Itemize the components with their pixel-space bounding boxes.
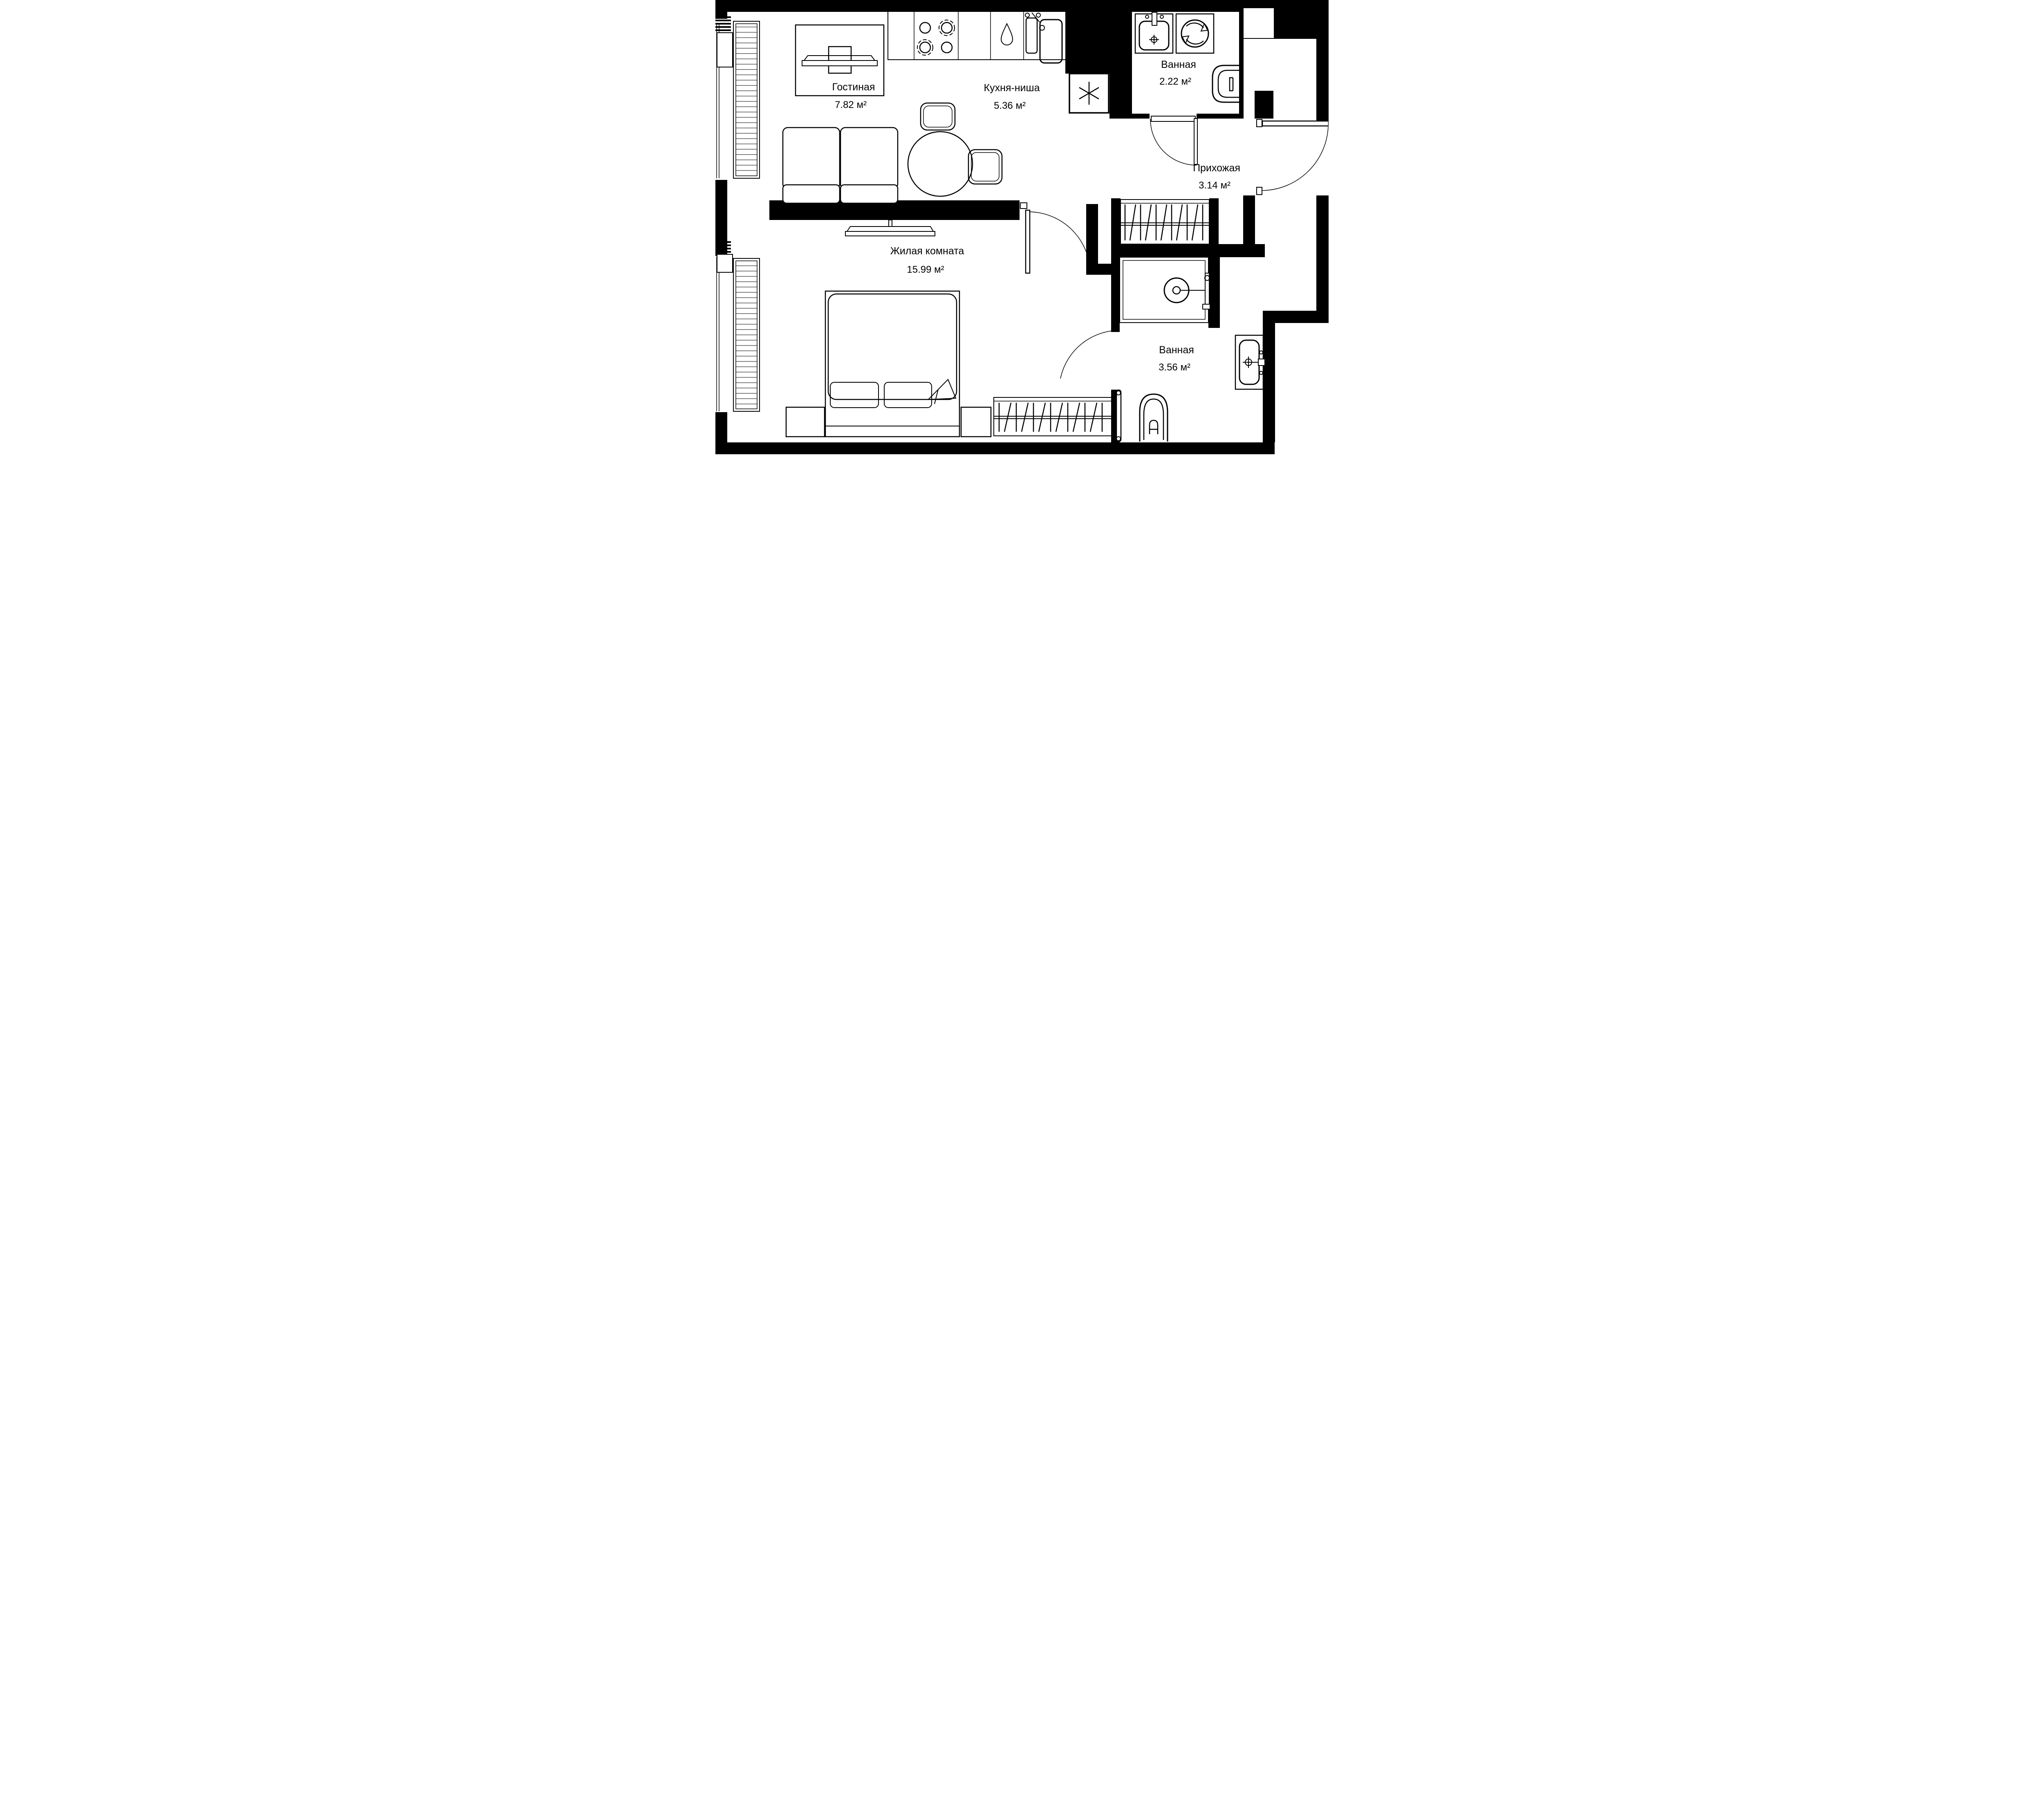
room-label-bedroom: Жилая комната (890, 245, 964, 257)
wall-tv-icon (845, 220, 935, 236)
pillow-icon (830, 382, 879, 408)
room-area-bedroom: 15.99 м² (907, 264, 944, 275)
toilet-icon (1139, 393, 1168, 442)
round-table-icon (907, 102, 1003, 197)
sofa-icon (782, 127, 899, 204)
room-living: Гостиная 7.82 м² (782, 24, 1003, 204)
bath-door-leaf (1116, 389, 1122, 442)
wardrobe-hangers-icon (998, 402, 1103, 432)
room-label-bath-top: Ванная (1161, 59, 1196, 70)
nightstand-icon (785, 406, 825, 437)
water-drop-icon (1000, 22, 1013, 45)
facade-ticks-icon (715, 241, 731, 253)
tv-console-icon (795, 24, 885, 96)
room-area-bath-bottom: 3.56 м² (1159, 362, 1190, 373)
room-bath-top: Ванная 2.22 м² (1134, 12, 1240, 166)
room-bath-bottom: Ванная 3.56 м² (1060, 330, 1265, 442)
radiator-box (717, 32, 733, 67)
shower-room (1119, 257, 1210, 323)
shower-head-icon (1163, 273, 1210, 310)
toilet-icon (1212, 65, 1240, 103)
kitchen-sink-icon (1025, 12, 1063, 64)
chair-icon (920, 102, 956, 131)
bed-icon (825, 290, 960, 437)
door-swing-icon (1060, 330, 1122, 442)
room-label-kitchen: Кухня-ниша (984, 82, 1040, 94)
entrance-door (1256, 119, 1329, 195)
door-threshold (1151, 116, 1196, 122)
interior-door-leaf (1025, 209, 1031, 274)
facade-ticks-icon (715, 16, 731, 31)
nightstand-icon (960, 406, 992, 437)
room-area-hallway: 3.14 м² (1199, 180, 1230, 191)
cooktop-burners-icon (917, 20, 955, 56)
room-hallway: Прихожая 3.14 м² (1020, 119, 1329, 274)
pillow-icon (884, 382, 932, 408)
ventilation-fan-icon (1069, 73, 1109, 114)
radiator-box (717, 254, 733, 273)
room-area-bath-top: 2.22 м² (1159, 76, 1191, 87)
room-label-bath-bottom: Ванная (1159, 344, 1194, 356)
room-label-hallway: Прихожая (1193, 162, 1240, 174)
washing-machine-icon (1175, 13, 1215, 54)
room-area-kitchen: 5.36 м² (994, 100, 1026, 111)
bathroom-sink-icon (1235, 334, 1265, 390)
floorplan: Гостиная 7.82 м² (715, 0, 1329, 454)
door-swing-icon (1150, 118, 1198, 166)
wall-niche (1244, 8, 1274, 38)
room-kitchen: Кухня-ниша 5.36 м² (888, 12, 1109, 114)
room-bedroom: Жилая комната 15.99 м² (785, 220, 1112, 437)
wardrobe-hangers-icon (1124, 204, 1204, 241)
walls (715, 0, 1329, 454)
chair-icon (968, 149, 1003, 185)
window-hatch-icon (733, 258, 760, 412)
window-hatch-icon (733, 21, 760, 179)
kitchen-counter (888, 12, 1065, 60)
window-top-left (715, 16, 760, 179)
window-bottom-left (715, 241, 760, 412)
floorplan-svg: Гостиная 7.82 м² (715, 0, 1329, 454)
bathroom-sink-icon (1134, 12, 1174, 54)
wardrobe-hallway (1120, 199, 1210, 245)
wardrobe-bedroom (993, 397, 1112, 436)
room-label-living: Гостиная (832, 81, 875, 93)
door-swing-icon (1020, 202, 1091, 274)
entrance-door-leaf (1262, 120, 1329, 127)
room-area-living: 7.82 м² (835, 99, 867, 110)
